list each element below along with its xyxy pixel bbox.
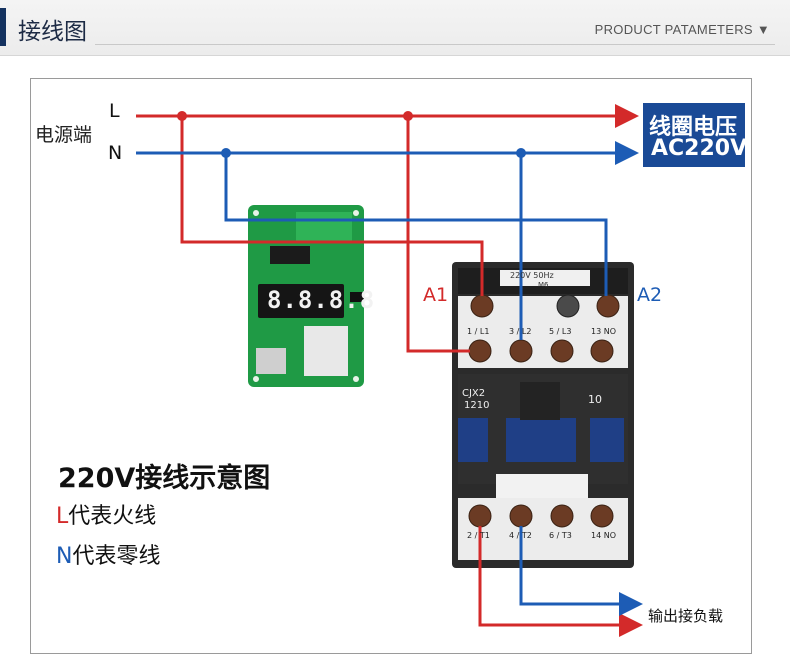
line-n-label: N <box>108 142 123 164</box>
module-display-readout: 8.8.8.8 <box>267 286 376 314</box>
bottom-terminal-2-label: 4 / T2 <box>509 531 532 540</box>
section-header: 接线图 PRODUCT PATAMETERS ▼ <box>0 0 790 56</box>
line-l-label: L <box>109 100 120 122</box>
bottom-terminal-3-label: 6 / T3 <box>549 531 572 540</box>
contactor-rating-sub: M6 <box>538 281 549 289</box>
bottom-terminal-1-label: 2 / T1 <box>467 531 490 540</box>
live-junction-dot <box>403 111 413 121</box>
coil-voltage-line1: 线圈电压 <box>649 115 738 140</box>
contactor-rating-label: 220V 50Hz <box>510 271 554 280</box>
header-subtitle-dropdown[interactable]: PRODUCT PATAMETERS ▼ <box>594 22 770 37</box>
coil-voltage-line2: AC220V <box>651 136 748 161</box>
legend-live-text: 代表火线 <box>68 504 157 529</box>
legend-live-letter: L <box>56 504 69 529</box>
page-title: 接线图 <box>18 19 87 45</box>
top-terminal-2-label: 3 / L2 <box>509 327 532 336</box>
contactor-model: CJX2 <box>462 388 486 399</box>
output-load-label: 输出接负载 <box>648 607 724 625</box>
legend-neutral-letter: N <box>56 544 73 569</box>
legend-neutral-row: N代表零线 <box>56 538 160 570</box>
contactor <box>452 262 634 568</box>
timer-relay-module <box>248 205 364 387</box>
neutral-wires <box>136 141 643 616</box>
coil-voltage-badge <box>643 103 745 167</box>
legend-live-row: L代表火线 <box>56 498 156 530</box>
neutral-junction-dot <box>516 148 526 158</box>
diagram-frame <box>30 78 752 654</box>
neutral-junction-dot <box>221 148 231 158</box>
top-terminal-3-label: 5 / L3 <box>549 327 572 336</box>
bottom-terminal-4-label: 14 NO <box>591 531 617 540</box>
terminal-a1-label: A1 <box>423 284 449 306</box>
contactor-current-rating: 10 <box>588 393 602 406</box>
power-source-label: 电源端 <box>35 124 93 146</box>
legend-neutral-text: 代表零线 <box>72 544 161 569</box>
top-terminal-1-label: 1 / L1 <box>467 327 490 336</box>
contactor-model-code: 1210 <box>464 400 490 411</box>
live-junction-dot <box>177 111 187 121</box>
header-accent-bar <box>0 8 6 46</box>
live-wires <box>136 104 643 637</box>
terminal-a2-label: A2 <box>637 284 663 306</box>
header-divider <box>95 44 775 45</box>
legend-title: 220V接线示意图 <box>58 463 271 494</box>
top-terminal-4-label: 13 NO <box>591 327 617 336</box>
